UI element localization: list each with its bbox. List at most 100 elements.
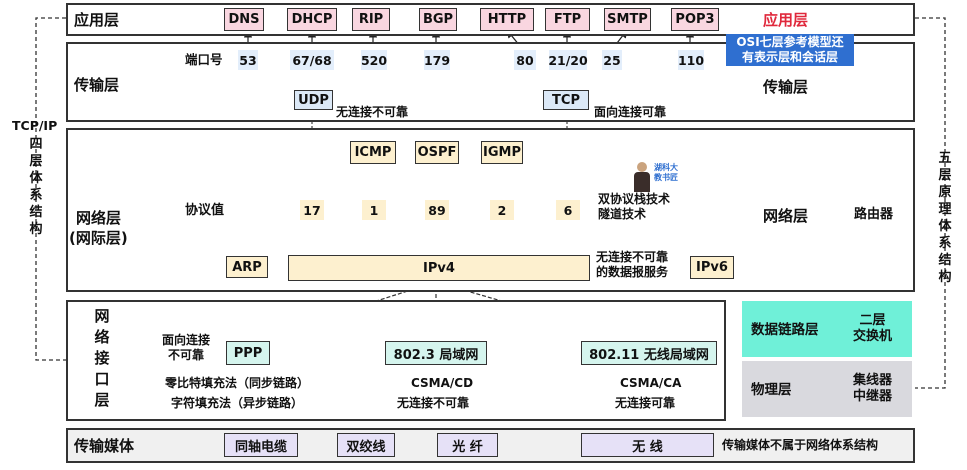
ipv4-note-line1: 无连接不可靠 [596, 250, 669, 264]
switch-line2: 交换机 [853, 329, 893, 344]
osi-note: OSI七层参考模型还 有表示层和会话层 [726, 34, 854, 66]
dual-stack-line1: 双协议栈技术 [598, 192, 671, 206]
tcpip_chars-char: 体 [29, 171, 43, 186]
physical-layer-panel [742, 361, 912, 417]
protocol-value: 2 [490, 200, 514, 220]
app-protocol-bgp: BGP [419, 8, 457, 31]
net-protocol-ospf: OSPF [415, 141, 459, 164]
port-number: 53 [238, 50, 258, 70]
net-protocol-igmp: IGMP [481, 141, 523, 164]
transport-layer-label: 传输层 [74, 76, 120, 94]
port-number: 21/20 [548, 50, 588, 70]
port-number: 179 [424, 50, 450, 70]
lan-8023-note-2: 无连接不可靠 [397, 396, 470, 410]
ppp-note-line2: 不可靠 [168, 348, 205, 362]
ppp-note: 面向连接 不可靠 [162, 333, 210, 363]
app-protocol-rip: RIP [352, 8, 390, 31]
teacher-avatar [630, 160, 654, 194]
transport-layer-right-label: 传输层 [763, 78, 809, 96]
udp-note: 无连接不可靠 [336, 105, 409, 119]
logo-line1: 湖科大 [654, 163, 678, 172]
tcpip-label: TCP/IP [12, 118, 58, 133]
five_chars-char: 五 [938, 151, 952, 166]
tcpip_chars-char: 结 [29, 205, 43, 220]
five_chars-char: 层 [938, 168, 952, 183]
app-protocol-http: HTTP [480, 8, 534, 31]
dual-stack-line2: 隧道技术 [598, 207, 647, 221]
osi-note-line1: OSI七层参考模型还 [736, 35, 844, 49]
tcpip_chars-char: 构 [29, 222, 43, 237]
tcpip-vertical-label: 四层体系结构 [26, 136, 46, 238]
application-layer-label: 应用层 [74, 11, 120, 29]
tcpip_chars-char: 层 [29, 154, 43, 169]
layers.link_chars-char: 网 [94, 307, 110, 325]
layers.link_chars-char: 接 [94, 349, 110, 367]
media-twisted-pair: 双绞线 [337, 433, 395, 457]
ppp-fill-note-1: 零比特填充法（同步链路） [165, 376, 310, 390]
wlan-80211-box: 802.11 无线局域网 [581, 341, 717, 365]
switch-line1: 二层 [859, 313, 886, 328]
datalink-layer-label: 数据链路层 [751, 322, 819, 338]
ipv4-note-line2: 的数据报服务 [596, 265, 669, 279]
app-protocol-pop3: POP3 [671, 8, 719, 31]
link-layer-vertical-label: 网络接口层 [92, 306, 112, 411]
app-protocol-dhcp: DHCP [287, 8, 337, 31]
five_chars-char: 结 [938, 253, 952, 268]
network-layer-sublabel: (网际层) [69, 229, 128, 247]
five-layer-vertical-label: 五层原理体系结构 [935, 150, 955, 286]
application-layer-right-label: 应用层 [763, 11, 809, 29]
wlan-note-2: 无连接可靠 [615, 396, 676, 410]
logo-badge: 湖科大 教书匠 [654, 163, 678, 183]
protocol-value: 6 [556, 200, 580, 220]
app-protocol-smtp: SMTP [604, 8, 651, 31]
router-label: 路由器 [854, 207, 894, 222]
network-layer-label: 网络层 [76, 209, 122, 227]
port-number: 25 [602, 50, 622, 70]
switch-label: 二层 交换机 [853, 313, 892, 345]
ppp-fill-note-2: 字符填充法（异步链路） [171, 396, 304, 410]
five_chars-char: 体 [938, 219, 952, 234]
layers.link_chars-char: 口 [94, 370, 110, 388]
port-number: 520 [361, 50, 387, 70]
lan-8023-note-1: CSMA/CD [411, 376, 474, 390]
media-fiber: 光 纤 [437, 433, 498, 457]
ipv4-box: IPv4 [288, 255, 590, 281]
hub-label: 集线器 [853, 373, 893, 388]
five_chars-char: 构 [938, 270, 952, 285]
arp-box: ARP [226, 256, 268, 278]
app-protocol-ftp: FTP [545, 8, 590, 31]
protocol-value: 89 [425, 200, 449, 220]
port-number-label: 端口号 [185, 52, 223, 67]
five_chars-char: 理 [938, 202, 952, 217]
datalink-layer-panel [742, 301, 912, 357]
physical-layer-label: 物理层 [751, 382, 792, 398]
dual-stack-note: 双协议栈技术 隧道技术 [598, 192, 670, 222]
ppp-note-line1: 面向连接 [162, 333, 211, 347]
protocol-value: 1 [362, 200, 386, 220]
port-number: 80 [514, 50, 536, 70]
repeater-label: 中继器 [853, 389, 893, 404]
udp-box: UDP [294, 90, 333, 110]
tcp-note: 面向连接可靠 [594, 105, 667, 119]
physical-devices-label: 集线器 中继器 [853, 373, 892, 405]
port-number: 110 [678, 50, 704, 70]
ipv6-box: IPv6 [690, 256, 734, 279]
layers.link_chars-char: 络 [94, 328, 110, 346]
port-number: 67/68 [290, 50, 334, 70]
media-layer-label: 传输媒体 [74, 437, 135, 455]
five_chars-char: 系 [938, 236, 952, 251]
five_chars-char: 原 [938, 185, 952, 200]
media-coax: 同轴电缆 [224, 433, 298, 457]
tcpip_chars-char: 系 [29, 188, 43, 203]
ipv4-service-note: 无连接不可靠 的数据报服务 [596, 250, 668, 280]
logo-line2: 教书匠 [654, 173, 678, 182]
app-protocol-dns: DNS [224, 8, 264, 31]
tcp-box: TCP [543, 90, 589, 110]
wlan-note-1: CSMA/CA [620, 376, 682, 390]
protocol-value: 17 [300, 200, 324, 220]
lan-8023-box: 802.3 局域网 [385, 341, 487, 365]
ppp-box: PPP [226, 341, 270, 365]
protocol-value-label: 协议值 [185, 203, 225, 218]
net-protocol-icmp: ICMP [350, 141, 396, 164]
media-wireless: 无 线 [581, 433, 714, 457]
